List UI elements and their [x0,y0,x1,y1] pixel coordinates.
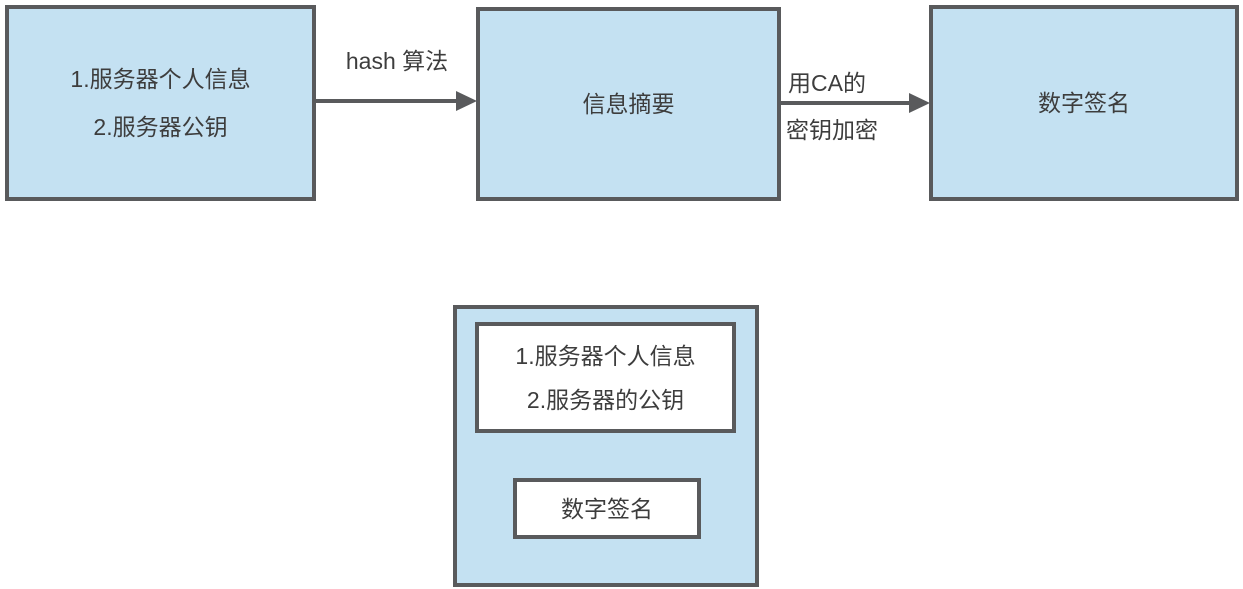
certificate-info-line-1: 1.服务器个人信息 [515,342,696,369]
hash-arrow-line [316,99,457,103]
hash-arrow-label: hash 算法 [345,48,449,74]
server-info-line-1: 1.服务器个人信息 [70,66,251,92]
message-digest-label: 信息摘要 [582,91,675,117]
server-info-box: 1.服务器个人信息 2.服务器公钥 [5,5,316,201]
digital-signature-box: 数字签名 [929,5,1239,201]
certificate-info-line-2: 2.服务器的公钥 [526,386,685,413]
message-digest-box: 信息摘要 [476,7,781,201]
digital-signature-label: 数字签名 [1038,90,1130,116]
encrypt-arrowhead-icon [909,93,930,113]
certificate-signature-label: 数字签名 [561,495,653,522]
encrypt-arrow-label-bottom: 密钥加密 [786,117,878,143]
certificate-signature-box: 数字签名 [513,478,701,539]
server-info-line-2: 2.服务器公钥 [93,114,228,140]
certificate-info-box: 1.服务器个人信息 2.服务器的公钥 [475,322,736,433]
encrypt-arrow-label-top: 用CA的 [788,70,866,96]
encrypt-arrow-line [781,101,910,105]
hash-arrowhead-icon [456,91,477,111]
